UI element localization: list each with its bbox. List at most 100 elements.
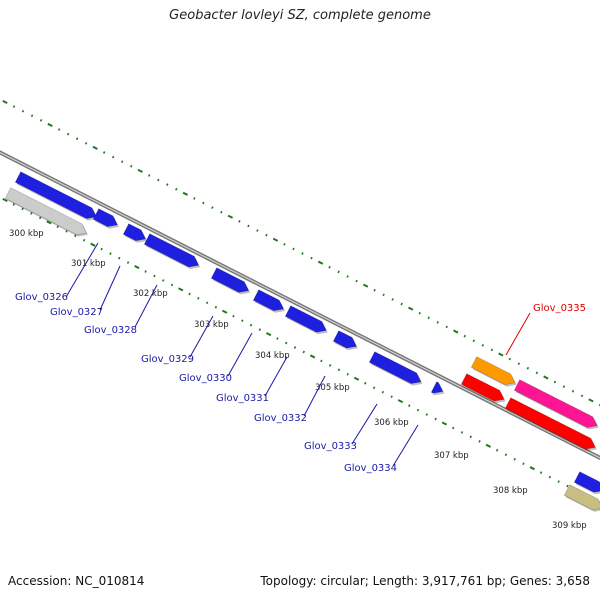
inner-tick [495, 448, 499, 452]
gene-leader-line [264, 356, 288, 397]
outer-tick [175, 187, 178, 191]
inner-tick [56, 225, 59, 229]
outer-tick [75, 137, 79, 141]
gene-glov-0334b [430, 381, 444, 394]
outer-tick [562, 385, 566, 388]
inner-tick [258, 328, 262, 331]
outer-tick [111, 155, 115, 159]
gene-glov-0328 [122, 223, 147, 242]
accession-text: Accession: NC_010814 [8, 574, 145, 588]
outer-tick [588, 398, 594, 403]
outer-tick [481, 343, 485, 347]
outer-tick [92, 145, 98, 150]
inner-tick [90, 242, 96, 247]
inner-tick [434, 417, 437, 421]
inner-tick [529, 466, 535, 471]
gene-glov-0333 [332, 330, 357, 349]
inner-tick-track [2, 197, 587, 497]
inner-tick [161, 279, 165, 282]
inner-tick [2, 197, 8, 203]
outer-tick [408, 306, 414, 311]
gene-features [4, 171, 600, 512]
outer-tick [265, 233, 268, 237]
outer-tick [137, 168, 143, 173]
scale-label: 301 kbp [71, 259, 106, 269]
scale-label: 300 kbp [9, 229, 44, 239]
outer-tick [517, 362, 521, 366]
outer-tick [355, 279, 358, 283]
inner-tick [188, 292, 191, 296]
gene-glov-0335 [513, 379, 598, 428]
inner-tick [416, 408, 420, 412]
outer-tick [337, 270, 340, 274]
gene-label: Glov_0334 [344, 463, 397, 474]
inner-tick [46, 220, 52, 225]
gene-leader-line [134, 284, 158, 328]
outer-tick [535, 371, 539, 375]
outer-tick [256, 229, 259, 232]
inner-tick [276, 337, 279, 340]
inner-tick [205, 301, 209, 305]
gene-gray [4, 187, 87, 235]
outer-tick [30, 114, 34, 118]
inner-tick [293, 346, 297, 349]
scale-label: 303 kbp [194, 320, 229, 330]
outer-tick [571, 389, 575, 393]
gene-label: Glov_0327 [50, 307, 103, 318]
inner-tick [65, 229, 68, 233]
inner-tick [478, 440, 481, 443]
outer-tick [362, 283, 369, 288]
gene-leader-line [303, 375, 326, 417]
outer-tick [391, 298, 394, 301]
inner-tick [134, 265, 140, 270]
inner-tick [100, 247, 103, 251]
outer-tick [526, 366, 530, 370]
outer-tick [508, 357, 512, 361]
outer-tick [310, 256, 313, 260]
scale-label: 304 kbp [255, 351, 290, 361]
gene-label: Glov_0326 [15, 292, 68, 303]
outer-tick [498, 352, 504, 357]
inner-tick [232, 314, 235, 318]
scale-label: 305 kbp [315, 383, 350, 393]
gene-glov-0326 [14, 171, 97, 219]
gene-glov-0332 [284, 305, 327, 333]
inner-tick [249, 323, 253, 327]
outer-tick [373, 288, 376, 292]
inner-tick [21, 207, 24, 211]
inner-tick [82, 238, 86, 242]
outer-tick [157, 178, 160, 182]
inner-tick [390, 395, 393, 399]
outer-tick [292, 247, 295, 251]
outer-tick [148, 174, 151, 177]
outer-tick [272, 237, 279, 242]
genome-title: Geobacter lovleyi SZ, complete genome [169, 8, 431, 23]
gene-leader-line [65, 242, 99, 298]
outer-tick [427, 316, 430, 320]
inner-tick [522, 462, 525, 466]
scale-label: 302 kbp [133, 289, 168, 299]
inner-tick [381, 390, 385, 394]
outer-tick [39, 119, 43, 122]
gene-leader-line [392, 424, 419, 467]
outer-tick [472, 339, 475, 343]
outer-tick [182, 191, 188, 196]
inner-tick [222, 309, 228, 314]
inner-tick [241, 319, 244, 323]
inner-tick [144, 270, 147, 273]
gene-red-b [504, 397, 596, 450]
outer-tick [227, 214, 234, 219]
outer-tick [400, 302, 403, 306]
outer-tick [346, 275, 349, 278]
outer-tick [21, 109, 25, 113]
outer-tick [382, 293, 385, 297]
inner-tick [504, 453, 508, 457]
inner-tick [364, 381, 367, 385]
inner-tick [469, 435, 472, 439]
inner-tick [178, 287, 184, 292]
outer-tick [247, 224, 250, 228]
outer-tick [436, 321, 439, 324]
inner-tick [118, 256, 121, 260]
inner-tick [346, 372, 349, 376]
gene-label: Glov_0328 [84, 325, 137, 336]
